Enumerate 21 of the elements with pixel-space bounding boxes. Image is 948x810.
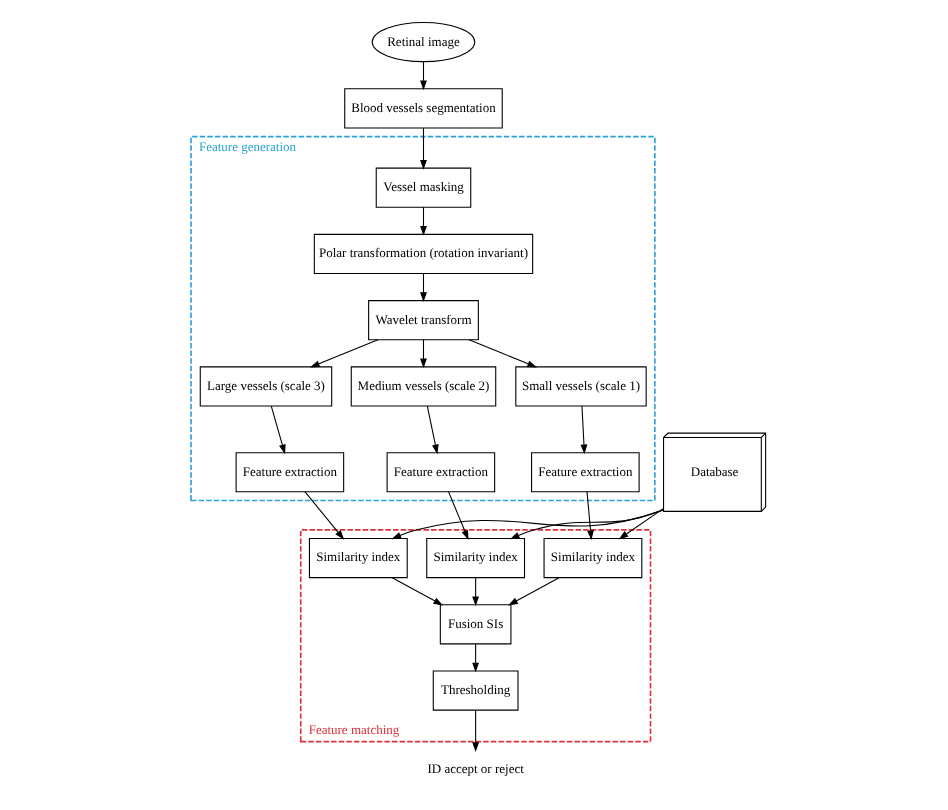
arrow	[309, 338, 379, 367]
arrow	[580, 404, 588, 454]
arrow	[391, 508, 665, 539]
arrow	[304, 490, 345, 539]
arrow	[586, 490, 594, 540]
arrow	[468, 338, 538, 367]
arrow	[426, 404, 439, 454]
arrow	[420, 126, 427, 169]
arrow	[270, 404, 286, 454]
arrow	[509, 508, 664, 539]
arrow	[472, 576, 480, 606]
arrow	[420, 338, 427, 368]
arrow	[420, 272, 427, 302]
arrow	[618, 507, 664, 539]
arrow	[420, 205, 427, 235]
arrow	[391, 576, 444, 605]
arrow	[508, 576, 560, 605]
arrow	[420, 60, 427, 90]
arrow	[448, 490, 469, 539]
arrow	[472, 708, 480, 751]
arrow	[472, 642, 480, 672]
